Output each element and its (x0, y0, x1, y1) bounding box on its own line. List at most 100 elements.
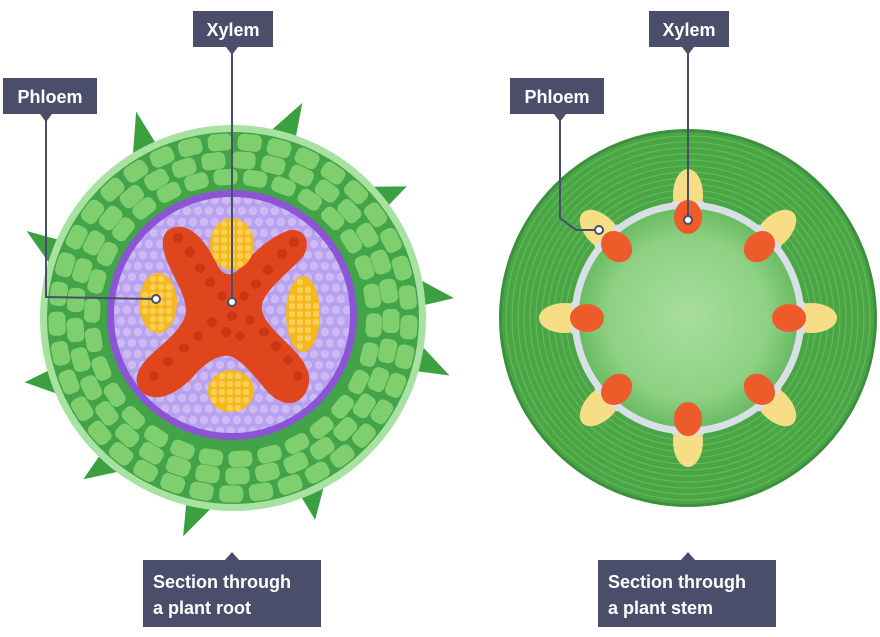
xylem-vessel (195, 263, 205, 273)
root-phloem-cell (166, 300, 172, 306)
cortex-cell (66, 287, 86, 313)
cortex-cell (84, 298, 101, 323)
stele-cell (134, 328, 142, 336)
stem-vascular-bundle (539, 302, 604, 334)
cortex-cell (48, 311, 66, 336)
stele-cell (249, 405, 257, 413)
stele-cell (167, 218, 175, 226)
root-phloem-marker (152, 295, 160, 303)
cortex-cell (219, 485, 243, 502)
stele-cell (128, 339, 136, 347)
stem-xylem-marker (684, 216, 692, 224)
stele-cell (167, 394, 175, 402)
stele-cell (332, 306, 340, 314)
root-phloem-cell (297, 295, 303, 301)
stele-cell (216, 361, 224, 369)
root-phloem-cell (235, 405, 241, 411)
stem-caption-line2: a plant stem (608, 598, 713, 618)
root-phloem-cell (235, 381, 241, 387)
root-phloem-cell (305, 295, 311, 301)
root-phloem-cell (237, 221, 243, 227)
root-phloem-cell (297, 335, 303, 341)
stele-cell (315, 361, 323, 369)
root-phloem-cell (213, 245, 219, 251)
stele-cell (145, 262, 153, 270)
stele-cell (337, 317, 345, 325)
stele-cell (238, 207, 246, 215)
xylem-vessel (263, 265, 273, 275)
stele-cell (145, 240, 153, 248)
xylem-vessel (207, 317, 217, 327)
stele-cell (299, 262, 307, 270)
stele-cell (123, 306, 131, 314)
xylem-vessel (173, 233, 183, 243)
root-phloem-cell (150, 284, 156, 290)
stele-cell (271, 295, 279, 303)
stele-cell (260, 229, 268, 237)
stele-cell (194, 207, 202, 215)
stele-cell (123, 284, 131, 292)
root-phloem-cell (289, 311, 295, 317)
root-phloem-cell (237, 245, 243, 251)
root-phloem-cell (211, 381, 217, 387)
cortex-cell (201, 151, 227, 171)
root-phloem-cell (243, 381, 249, 387)
root-phloem-cell (150, 324, 156, 330)
root-phloem-cell (313, 319, 319, 325)
root-xylem-marker (228, 298, 236, 306)
stem-vascular-bundle (772, 302, 837, 334)
root-phloem-cell (297, 311, 303, 317)
stele-cell (205, 207, 213, 215)
root-xylem-label: Xylem (193, 11, 273, 55)
root-phloem-cell (227, 381, 233, 387)
root-phloem-cell (297, 279, 303, 285)
stele-cell (321, 350, 329, 358)
root-phloem-label-text: Phloem (17, 87, 82, 107)
xylem-vessel (149, 371, 159, 381)
root-phloem-label: Phloem (3, 78, 97, 122)
stele-cell (183, 405, 191, 413)
stem-caption: Section through a plant stem (598, 552, 776, 627)
root-phloem-cell (213, 253, 219, 259)
xylem-vessel (289, 237, 299, 247)
stele-cell (139, 339, 147, 347)
stele-cell (150, 251, 158, 259)
root-phloem-cell (227, 405, 233, 411)
root-phloem-cell (235, 397, 241, 403)
stele-cell (189, 218, 197, 226)
root-phloem-cell (158, 276, 164, 282)
root-phloem-cell (158, 308, 164, 314)
stele-cell (134, 262, 142, 270)
root-phloem-patch (286, 276, 320, 352)
root-phloem-cell (219, 381, 225, 387)
stele-cell (255, 218, 263, 226)
stele-cell (326, 295, 334, 303)
root-phloem-cell (245, 245, 251, 251)
root-phloem-cell (219, 373, 225, 379)
root-phloem-cell (235, 389, 241, 395)
stele-cell (255, 416, 263, 424)
root-phloem-cell (289, 319, 295, 325)
root-phloem-cell (221, 253, 227, 259)
stele-cell (271, 207, 279, 215)
root-phloem-cell (227, 389, 233, 395)
root-phloem-cell (235, 373, 241, 379)
stem-phloem-marker (595, 226, 603, 234)
stem-xylem (674, 402, 702, 436)
stele-cell (178, 394, 186, 402)
stele-cell (310, 240, 318, 248)
root-phloem-cell (150, 316, 156, 322)
stem-caption-line1: Section through (608, 572, 746, 592)
stele-cell (266, 416, 274, 424)
stele-cell (321, 262, 329, 270)
cortex-cell (237, 133, 263, 152)
stele-cell (128, 273, 136, 281)
root-phloem-cell (166, 316, 172, 322)
root-phloem-cell (221, 237, 227, 243)
xylem-vessel (245, 315, 255, 325)
stele-cell (200, 394, 208, 402)
root-cross-section (25, 103, 454, 536)
stele-cell (200, 372, 208, 380)
xylem-vessel (259, 327, 269, 337)
